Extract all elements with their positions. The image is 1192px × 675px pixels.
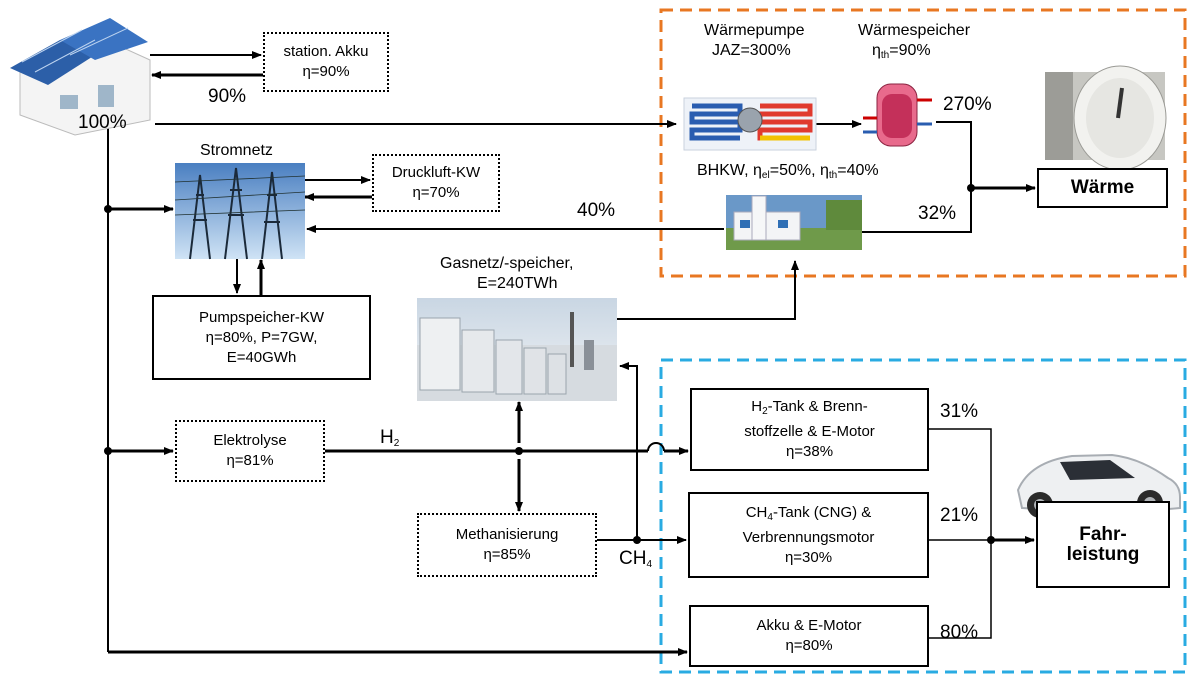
driving-output-line2: leistung	[1066, 543, 1140, 565]
battery-motor-box: Akku & E-Motor η=80%	[689, 605, 929, 667]
h2-tank-box: H2-Tank & Brenn- stoffzelle & E-Motor η=…	[690, 388, 929, 471]
heat-pump-cop: JAZ=300%	[712, 42, 791, 59]
driving-output-line1: Fahr-	[1079, 523, 1127, 545]
heat-group-frame	[659, 8, 1187, 278]
stationary-battery-label: station. Akku	[283, 43, 369, 60]
battery-motor-efficiency: η=80%	[785, 637, 833, 654]
pumped-storage-box: Pumpspeicher-KW η=80%, P=7GW, E=40GWh	[152, 295, 371, 380]
heat-pump-label: Wärmepumpe	[704, 22, 805, 39]
electrolysis-box: Elektrolyse η=81%	[175, 420, 325, 482]
heat-output-box: Wärme	[1037, 168, 1168, 208]
stationary-battery-box: station. Akku η=90%	[263, 32, 389, 92]
driving-output-box: Fahr- leistung	[1036, 501, 1170, 588]
h2-tank-label-line2: stoffzelle & E-Motor	[744, 423, 875, 440]
battery-return-percent: 90%	[208, 86, 247, 107]
battery-vehicle-percent: 80%	[940, 622, 979, 643]
electrolysis-label: Elektrolyse	[213, 432, 287, 449]
pumped-storage-energy: E=40GWh	[226, 348, 297, 366]
h2-tank-efficiency: η=38%	[785, 443, 834, 460]
heat-storage-picture	[863, 83, 932, 147]
ch4-tank-label: CH4-Tank (CNG) &	[745, 503, 872, 523]
heat-storage-efficiency: ηth=90%	[872, 42, 931, 61]
pumped-storage-params: η=80%, P=7GW,	[205, 328, 318, 346]
thermostat-picture	[1045, 65, 1167, 171]
heat-output-label: Wärme	[1070, 177, 1135, 198]
methanation-label: Methanisierung	[455, 526, 559, 543]
heat-pump-output-percent: 270%	[943, 94, 992, 115]
heat-storage-label: Wärmespeicher	[858, 22, 971, 39]
pv-total-percent: 100%	[78, 112, 127, 133]
ch4-vehicle-percent: 21%	[940, 505, 979, 526]
gas-storage-picture	[417, 298, 617, 401]
heat-pump-picture	[683, 97, 817, 151]
methanation-efficiency: η=85%	[483, 546, 531, 563]
compressed-air-efficiency: η=70%	[412, 184, 460, 201]
gas-storage-label: Gasnetz/-speicher,	[440, 255, 574, 272]
h2-line-label: H2	[380, 427, 400, 449]
ch4-tank-box: CH4-Tank (CNG) & Verbrennungsmotor η=30%	[688, 492, 929, 578]
chp-plant-picture	[726, 195, 862, 250]
chp-heat-percent: 32%	[918, 203, 957, 224]
power-grid-label: Stromnetz	[200, 142, 273, 159]
methanation-box: Methanisierung η=85%	[417, 513, 597, 577]
compressed-air-label: Druckluft-KW	[391, 164, 481, 181]
gas-storage-energy: E=240TWh	[477, 275, 558, 292]
h2-vehicle-percent: 31%	[940, 401, 979, 422]
electrolysis-efficiency: η=81%	[226, 452, 274, 469]
pumped-storage-label: Pumpspeicher-KW	[198, 308, 325, 326]
house-solar-icon	[10, 18, 151, 136]
h2-tank-label: H2-Tank & Brenn-	[751, 398, 868, 417]
compressed-air-box: Druckluft-KW η=70%	[372, 154, 500, 212]
chp-electric-percent: 40%	[577, 200, 616, 221]
chp-label: BHKW, ηel=50%, ηth=40%	[697, 162, 879, 181]
battery-motor-label: Akku & E-Motor	[756, 617, 862, 634]
stationary-battery-efficiency: η=90%	[302, 63, 350, 80]
power-grid-picture	[174, 163, 306, 260]
ch4-tank-efficiency: η=30%	[784, 548, 833, 566]
ch4-line-label: CH4	[619, 548, 653, 570]
ch4-tank-label-line2: Verbrennungsmotor	[742, 528, 875, 546]
